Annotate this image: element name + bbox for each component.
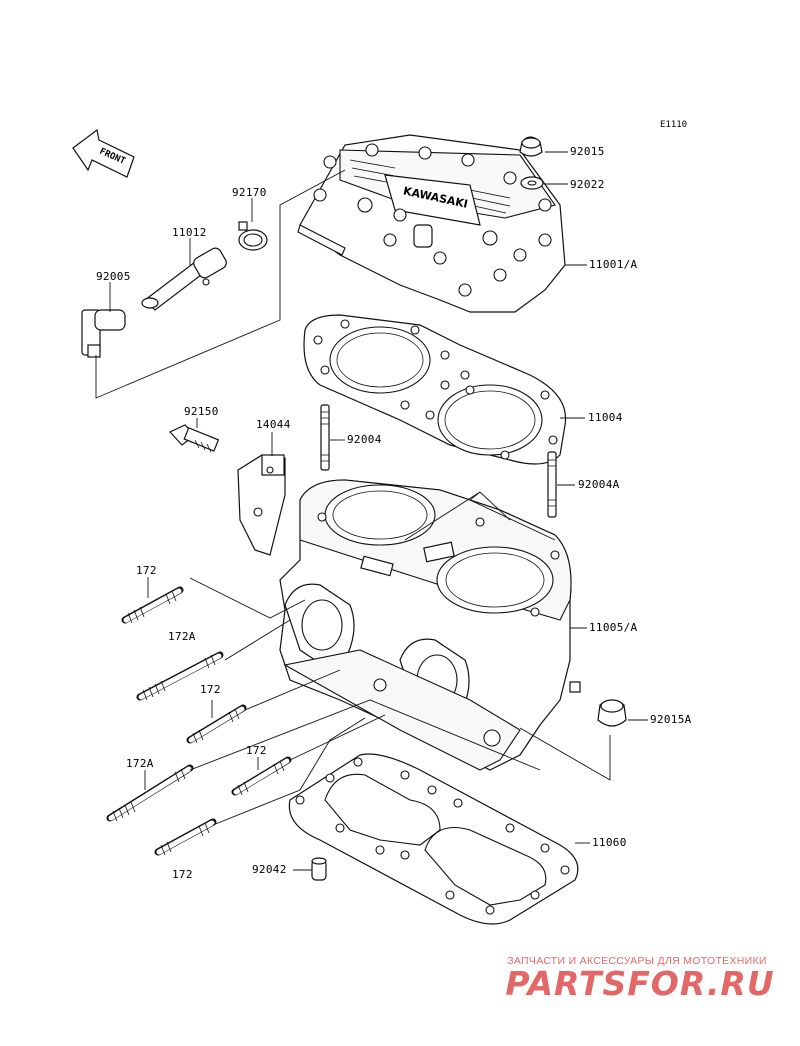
part-label-11001A[interactable]: 11001/A	[589, 258, 638, 271]
cylinder-head: KAWASAKI	[297, 134, 566, 313]
stud-172A-2	[106, 764, 194, 822]
part-label-172-d[interactable]: 172	[172, 868, 193, 881]
part-label-172A-a[interactable]: 172A	[168, 630, 196, 643]
part-label-92022[interactable]: 92022	[570, 178, 605, 191]
gasket-holes	[313, 319, 558, 460]
part-label-172-c[interactable]: 172	[246, 744, 267, 757]
fitting-92005	[81, 309, 126, 358]
bracket-14044	[237, 454, 286, 556]
part-label-92150[interactable]: 92150	[184, 405, 219, 418]
leader-lines	[95, 151, 648, 871]
bolt-92150	[169, 424, 220, 453]
part-label-11005A[interactable]: 11005/A	[589, 621, 638, 634]
part-label-92015[interactable]: 92015	[570, 145, 605, 158]
part-label-92170[interactable]: 92170	[232, 186, 267, 199]
part-label-172-b[interactable]: 172	[200, 683, 221, 696]
head-bolt-holes	[313, 143, 552, 297]
part-label-11004[interactable]: 11004	[588, 411, 623, 424]
part-label-11060[interactable]: 11060	[592, 836, 627, 849]
stud-172-2	[186, 704, 247, 744]
watermark-tagline: ЗАПЧАСТИ И АКСЕССУАРЫ ДЛЯ МОТОТЕХНИКИ	[507, 955, 767, 967]
fitting-11012	[141, 247, 227, 311]
stud-92004	[320, 404, 330, 471]
stud-172-1	[121, 586, 184, 624]
dowel-pin-92042	[311, 857, 327, 881]
base-gasket	[288, 753, 579, 925]
stud-172A-1	[136, 651, 224, 701]
stud-92004A	[547, 451, 557, 518]
part-label-92004A[interactable]: 92004A	[578, 478, 620, 491]
part-label-92015A[interactable]: 92015A	[650, 713, 692, 726]
part-label-92004[interactable]: 92004	[347, 433, 382, 446]
part-label-14044[interactable]: 14044	[256, 418, 291, 431]
cylinder-block	[279, 479, 581, 771]
cap-nut-92015A	[597, 699, 627, 727]
diagram-code: E1110	[660, 120, 688, 130]
head-gasket	[303, 314, 567, 465]
watermark-logo: PARTSFOR.RU	[505, 964, 775, 1003]
clamp-92170	[238, 221, 268, 251]
washer-92022	[520, 176, 544, 190]
front-arrow-icon: FRONT	[72, 128, 135, 178]
stud-172-3	[231, 756, 292, 796]
base-gasket-holes	[295, 757, 570, 915]
stud-172-4	[154, 818, 217, 856]
part-label-172-a[interactable]: 172	[136, 564, 157, 577]
part-label-11012[interactable]: 11012	[172, 226, 207, 239]
part-label-92042[interactable]: 92042	[252, 863, 287, 876]
exhaust-port-front	[284, 583, 355, 671]
part-label-172A-b[interactable]: 172A	[126, 757, 154, 770]
cap-nut-92015	[519, 136, 543, 157]
part-label-92005[interactable]: 92005	[96, 270, 131, 283]
